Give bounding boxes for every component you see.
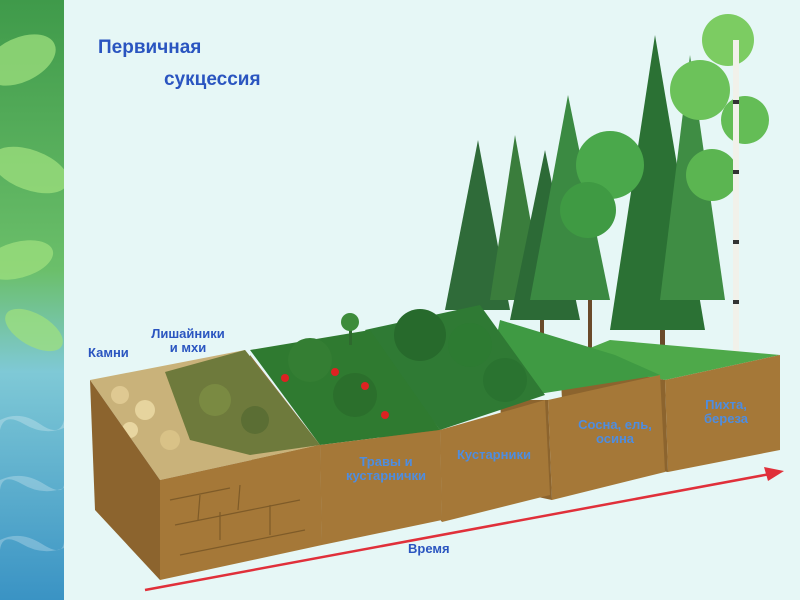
stage-label-pine-spruce-aspen: Сосна, ель, осина [578, 417, 652, 446]
time-arrow [144, 467, 784, 592]
page-title: Первичная сукцессия [98, 36, 261, 92]
title-line-1: Первичная [98, 37, 202, 58]
stage-label-shrubs: Кустарники [457, 447, 531, 462]
time-axis-label: Время [408, 541, 450, 556]
leaf-icon [0, 34, 64, 352]
stage-label-stones: Камни [88, 345, 129, 360]
forest-trees [445, 14, 769, 380]
leaf-water-strip [0, 0, 64, 600]
stage-label-lichens: Лишайники и мхи [151, 326, 225, 355]
stage-block-stones-lichens [90, 350, 322, 580]
stage-label-fir-birch: Пихта, береза [704, 397, 748, 426]
title-line-2: сукцессия [164, 69, 261, 90]
seedling [341, 313, 359, 345]
stage-label-grasses: Травы и кустарнички [345, 454, 427, 483]
